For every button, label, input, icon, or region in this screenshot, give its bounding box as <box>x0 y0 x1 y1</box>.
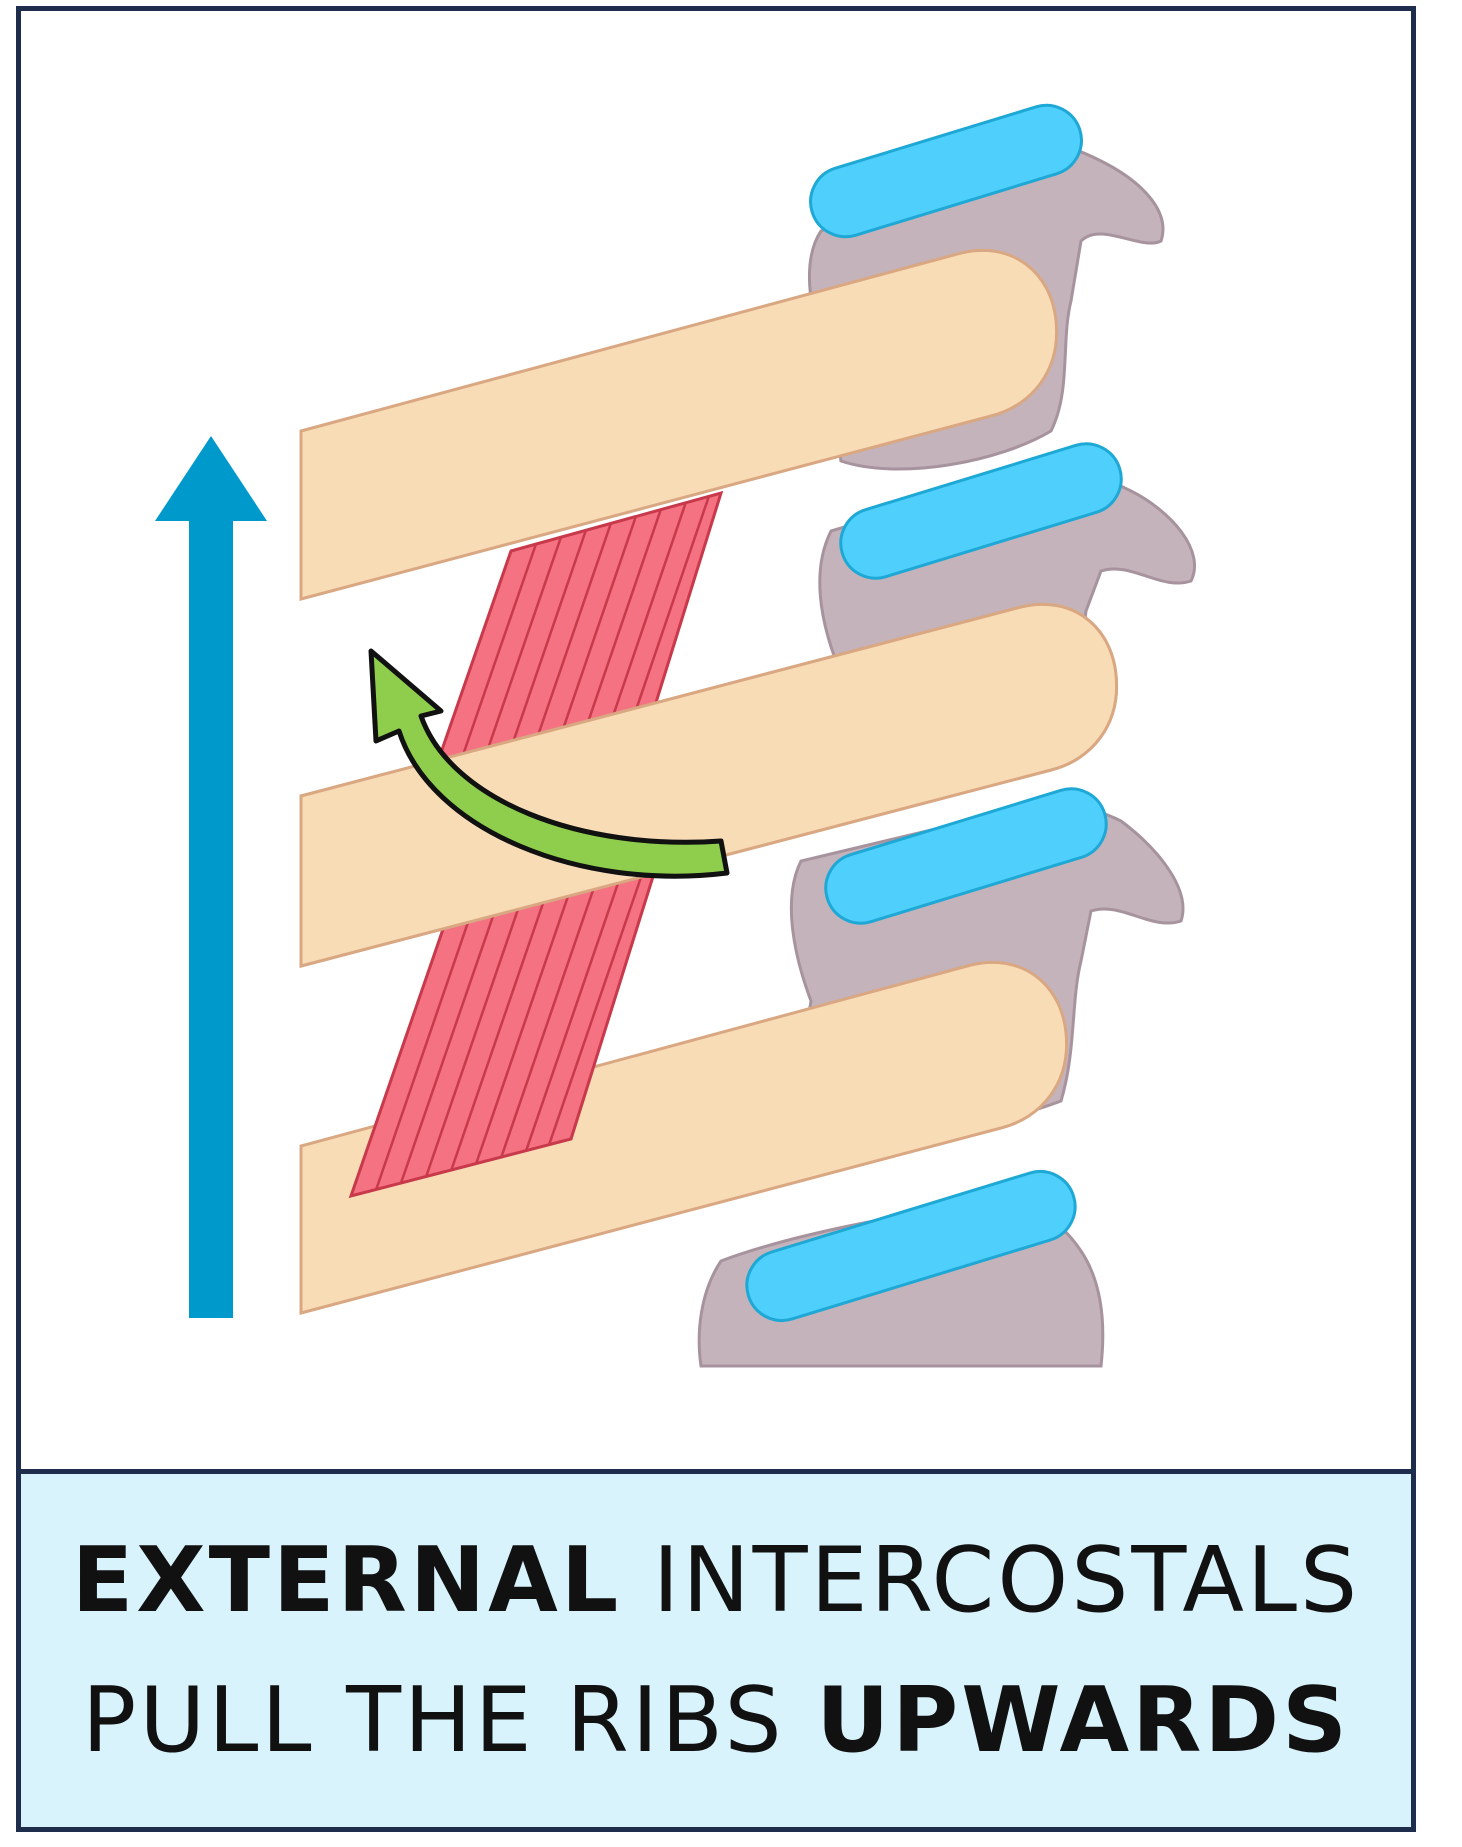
curved-rotation-arrow-icon <box>368 648 730 879</box>
disc-1 <box>809 103 1083 239</box>
caption-line-2: PULL THE RIBS UPWARDS <box>82 1651 1350 1791</box>
figure-frame: EXTERNAL INTERCOSTALS PULL THE RIBS UPWA… <box>16 6 1416 1832</box>
upward-arrow-icon <box>155 436 267 1318</box>
rib-diagram <box>155 103 1197 1368</box>
disc-2 <box>839 442 1123 580</box>
caption-box: EXTERNAL INTERCOSTALS PULL THE RIBS UPWA… <box>21 1469 1411 1827</box>
caption-keyword-external: EXTERNAL <box>71 1527 622 1633</box>
caption-line-1: EXTERNAL INTERCOSTALS <box>72 1511 1360 1651</box>
intervertebral-discs <box>745 103 1123 1322</box>
caption-text-intercostals: INTERCOSTALS <box>652 1527 1361 1633</box>
disc-3 <box>824 787 1108 925</box>
caption-text-pull-ribs: PULL THE RIBS <box>82 1667 785 1773</box>
caption-keyword-upwards: UPWARDS <box>816 1667 1350 1773</box>
rib-2-front <box>299 602 1119 968</box>
muscle-fibers-lower <box>374 853 651 1191</box>
rib-3 <box>299 960 1069 1315</box>
disc-4 <box>745 1170 1077 1322</box>
external-intercostal-muscles <box>299 490 1119 1199</box>
rib-1 <box>299 248 1059 601</box>
